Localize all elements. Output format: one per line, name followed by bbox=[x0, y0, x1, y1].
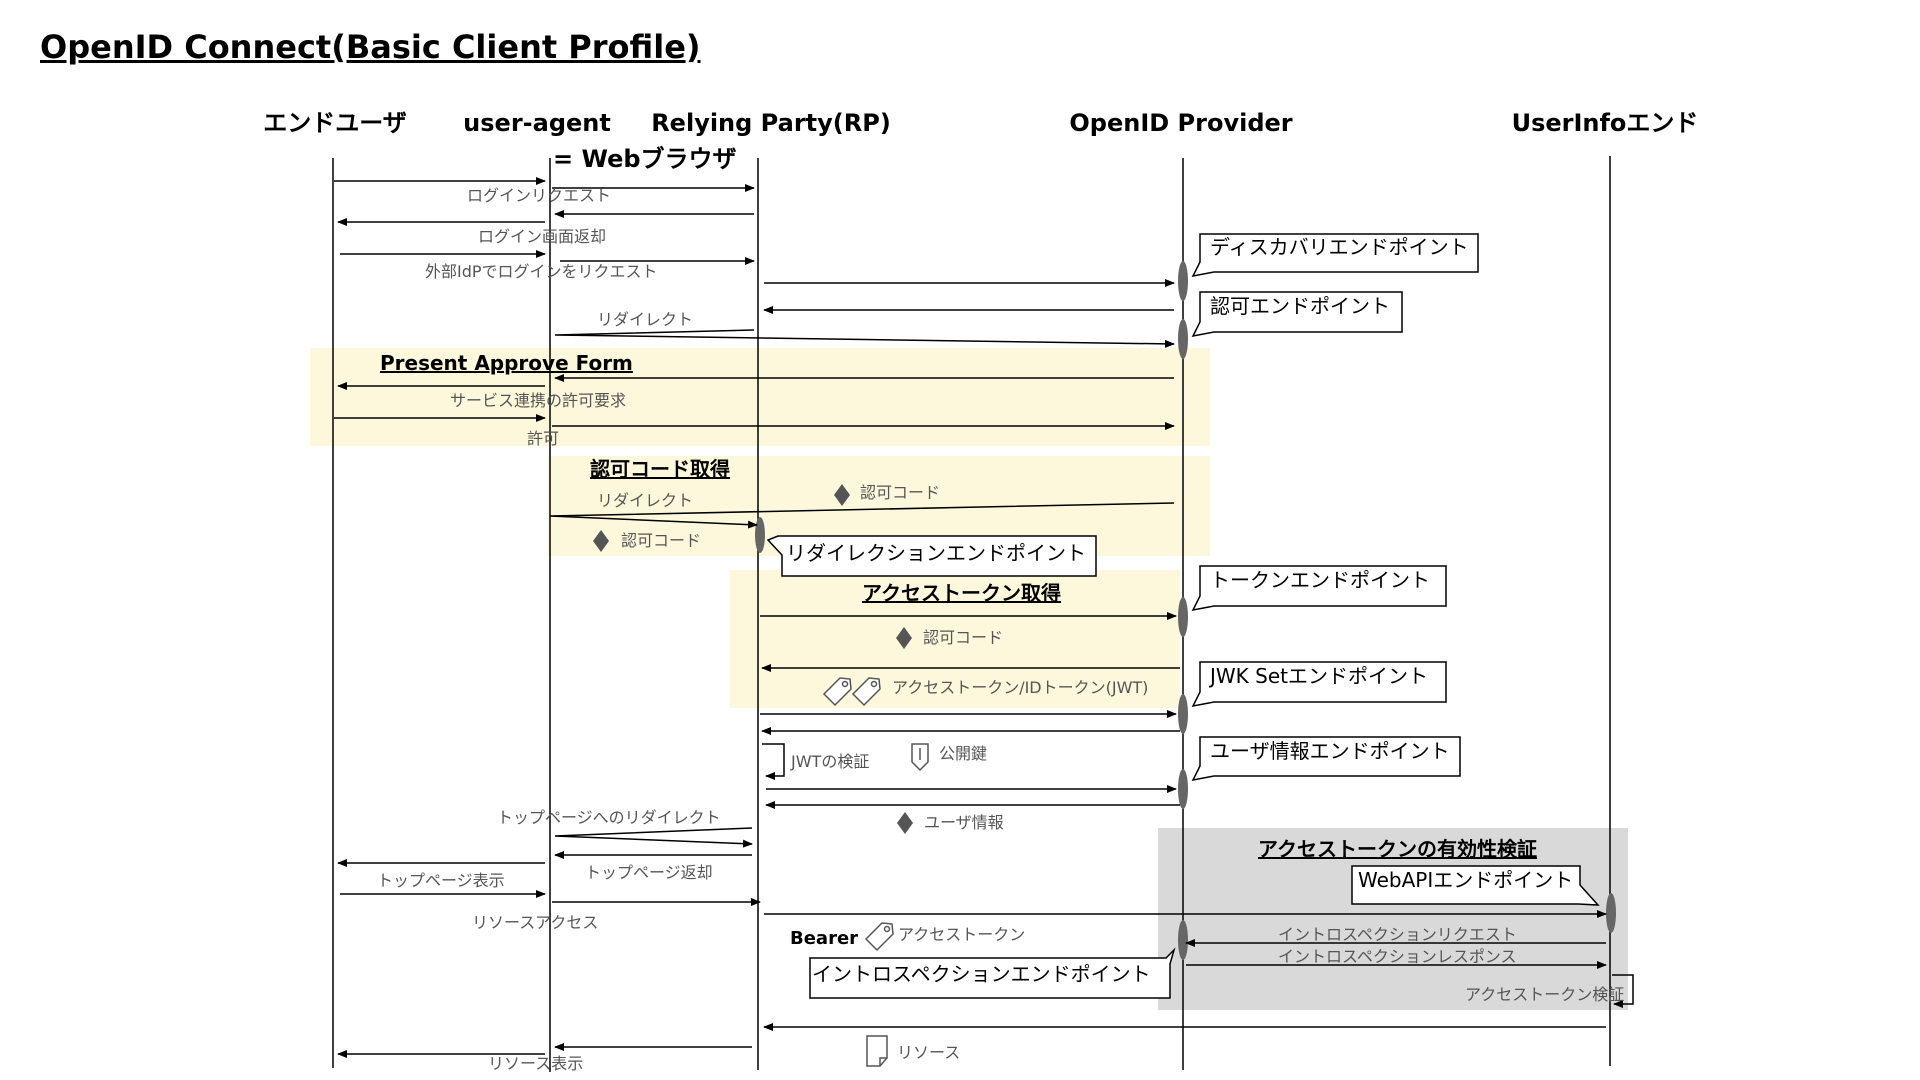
diagram-title: OpenID Connect(Basic Client Profile) bbox=[40, 28, 701, 66]
activation-op-userinfo bbox=[1178, 769, 1188, 809]
region-approve-bg bbox=[310, 348, 1210, 446]
msg-auth-code-redirect bbox=[549, 502, 1175, 529]
callout-jwks-text: JWK Setエンドポイント bbox=[1208, 664, 1428, 688]
label-external-idp: 外部IdPでログインをリクエスト bbox=[425, 262, 658, 281]
activation-op-introspection bbox=[1178, 920, 1188, 960]
participant-useragent-sub: = Webブラウザ bbox=[553, 145, 737, 173]
callout-token: トークンエンドポイント bbox=[1191, 565, 1447, 612]
msg-jwt-verify-self bbox=[762, 743, 785, 780]
callout-introspection: イントロスペクションエンドポイント bbox=[809, 947, 1176, 999]
diamond-icon bbox=[896, 627, 912, 649]
callout-webapi-text: WebAPIエンドポイント bbox=[1358, 868, 1573, 892]
label-jwt-verify: JWTの検証 bbox=[790, 752, 869, 771]
region-token-bg bbox=[730, 570, 1180, 708]
label-access-token: アクセストークン bbox=[898, 925, 1025, 944]
region-approve-title: Present Approve Form bbox=[380, 351, 633, 375]
label-redirect-1: リダイレクト bbox=[597, 310, 693, 329]
label-user-info: ユーザ情報 bbox=[924, 813, 1004, 832]
label-resource: リソース bbox=[897, 1043, 960, 1062]
msg-toppage-redirect bbox=[554, 827, 753, 848]
callout-token-text: トークンエンドポイント bbox=[1210, 568, 1430, 592]
participant-rp: Relying Party(RP) bbox=[651, 109, 891, 137]
callout-userinfo: ユーザ情報エンドポイント bbox=[1191, 736, 1461, 782]
label-resource-access: リソースアクセス bbox=[472, 913, 598, 932]
label-permit: 許可 bbox=[527, 429, 559, 448]
callout-authorization-text: 認可エンドポイント bbox=[1210, 294, 1390, 318]
activation-op-authorization bbox=[1178, 319, 1188, 359]
callout-discovery-text: ディスカバリエンドポイント bbox=[1210, 235, 1469, 259]
msg-token-verify-self bbox=[1612, 974, 1634, 1008]
participant-op: OpenID Provider bbox=[1069, 109, 1292, 137]
callout-discovery: ディスカバリエンドポイント bbox=[1191, 233, 1479, 278]
activation-op-discovery bbox=[1178, 261, 1188, 301]
label-auth-code-2: 認可コード bbox=[621, 531, 701, 550]
callout-webapi: WebAPIエンドポイント bbox=[1351, 865, 1600, 906]
activation-op-token bbox=[1178, 597, 1188, 637]
participant-enduser: エンドユーザ bbox=[263, 109, 407, 137]
diamond-icon bbox=[897, 812, 913, 834]
label-auth-code-1: 認可コード bbox=[860, 483, 940, 502]
callout-introspection-text: イントロスペクションエンドポイント bbox=[812, 962, 1151, 986]
label-bearer: Bearer bbox=[790, 928, 858, 949]
activation-rp-redirection bbox=[755, 517, 765, 553]
label-toppage-redirect: トップページへのリダイレクト bbox=[497, 808, 721, 827]
label-login-request: ログインリクエスト bbox=[467, 186, 611, 205]
callout-authorization: 認可エンドポイント bbox=[1191, 291, 1403, 338]
label-toppage-display: トップページ表示 bbox=[377, 871, 505, 890]
participant-useragent: user-agent bbox=[463, 109, 611, 137]
msg-redirect-to-authorization bbox=[554, 329, 1175, 348]
label-public-key: 公開鍵 bbox=[939, 744, 987, 763]
activation-op-jwks bbox=[1178, 694, 1188, 734]
label-tokens: アクセストークン/IDトークン(JWT) bbox=[892, 678, 1148, 697]
region-introspect-title: アクセストークンの有効性検証 bbox=[1258, 837, 1537, 861]
label-auth-code-3: 認可コード bbox=[923, 628, 1003, 647]
document-icon bbox=[866, 1035, 888, 1067]
label-introspection-request: イントロスペクションリクエスト bbox=[1278, 925, 1517, 944]
label-toppage-return: トップページ返却 bbox=[585, 863, 713, 882]
label-introspection-response: イントロスペクションレスポンス bbox=[1278, 947, 1517, 966]
diamond-icon bbox=[593, 530, 609, 552]
label-resource-display: リソース表示 bbox=[488, 1054, 583, 1073]
activation-userinfo-webapi bbox=[1606, 893, 1616, 933]
label-login-screen: ログイン画面返却 bbox=[478, 227, 606, 246]
participant-userinfo: UserInfoエンド bbox=[1512, 109, 1699, 137]
region-authcode-title: 認可コード取得 bbox=[590, 457, 730, 481]
label-token-verify: アクセストークン検証 bbox=[1465, 985, 1624, 1004]
region-introspect-bg bbox=[1158, 828, 1628, 1010]
diamond-icon bbox=[834, 484, 850, 506]
callout-jwks: JWK Setエンドポイント bbox=[1191, 661, 1447, 708]
callout-userinfo-text: ユーザ情報エンドポイント bbox=[1210, 739, 1450, 763]
region-token-title: アクセストークン取得 bbox=[862, 581, 1061, 605]
label-consent-request: サービス連携の許可要求 bbox=[450, 391, 626, 410]
label-redirect-2: リダイレクト bbox=[597, 491, 693, 510]
callout-redirection-text: リダイレクションエンドポイント bbox=[786, 541, 1086, 565]
callout-redirection: リダイレクションエンドポイント bbox=[766, 535, 1097, 577]
